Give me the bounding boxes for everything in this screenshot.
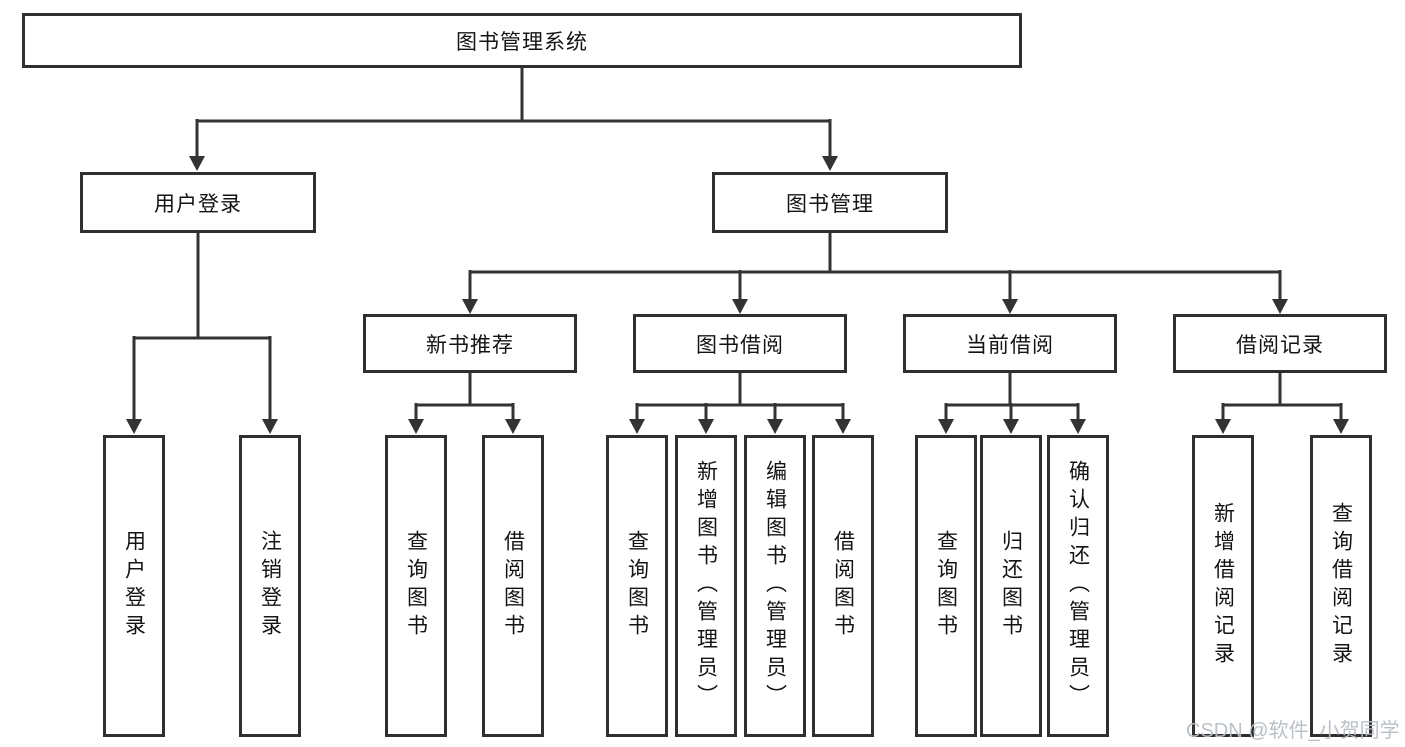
leaf-borrow-books-recommend-label: 借阅图书 — [501, 530, 525, 642]
leaf-query-books-current-label: 查询图书 — [934, 530, 958, 642]
leaf-edit-books-admin-label: 编辑图书（管理员） — [763, 460, 787, 712]
node-current-borrow-label: 当前借阅 — [966, 333, 1054, 357]
leaf-query-books-borrow: 查询图书 — [606, 435, 668, 737]
leaf-query-borrow-record: 查询借阅记录 — [1310, 435, 1372, 737]
node-current-borrow: 当前借阅 — [903, 314, 1117, 373]
leaf-user-login-label: 用户登录 — [122, 530, 146, 642]
node-root-label: 图书管理系统 — [456, 30, 588, 54]
csdn-watermark: CSDN @软件_小贺同学 — [1186, 720, 1400, 742]
leaf-logout: 注销登录 — [239, 435, 301, 737]
leaf-user-login: 用户登录 — [103, 435, 165, 737]
leaf-edit-books-admin: 编辑图书（管理员） — [744, 435, 806, 737]
node-root: 图书管理系统 — [22, 13, 1022, 68]
leaf-add-borrow-record: 新增借阅记录 — [1192, 435, 1254, 737]
leaf-return-books: 归还图书 — [980, 435, 1042, 737]
leaf-query-books-current: 查询图书 — [915, 435, 977, 737]
node-new-book-recommend-label: 新书推荐 — [426, 333, 514, 357]
node-user-login-label: 用户登录 — [154, 192, 242, 216]
leaf-confirm-return-admin: 确认归还（管理员） — [1047, 435, 1109, 737]
leaf-logout-label: 注销登录 — [258, 530, 282, 642]
leaf-query-books-borrow-label: 查询图书 — [625, 530, 649, 642]
leaf-query-books-recommend: 查询图书 — [385, 435, 447, 737]
leaf-add-books-admin-label: 新增图书（管理员） — [694, 460, 718, 712]
leaf-add-books-admin: 新增图书（管理员） — [675, 435, 737, 737]
leaf-return-books-label: 归还图书 — [999, 530, 1023, 642]
node-new-book-recommend: 新书推荐 — [363, 314, 577, 373]
leaf-borrow-books: 借阅图书 — [812, 435, 874, 737]
node-book-management: 图书管理 — [712, 172, 948, 233]
node-borrow-records: 借阅记录 — [1173, 314, 1387, 373]
node-user-login: 用户登录 — [80, 172, 316, 233]
leaf-borrow-books-recommend: 借阅图书 — [482, 435, 544, 737]
node-book-borrow-label: 图书借阅 — [696, 333, 784, 357]
node-book-borrow: 图书借阅 — [633, 314, 847, 373]
leaf-query-borrow-record-label: 查询借阅记录 — [1329, 502, 1353, 670]
node-borrow-records-label: 借阅记录 — [1236, 333, 1324, 357]
leaf-query-books-recommend-label: 查询图书 — [404, 530, 428, 642]
leaf-add-borrow-record-label: 新增借阅记录 — [1211, 502, 1235, 670]
node-book-management-label: 图书管理 — [786, 192, 874, 216]
leaf-borrow-books-label: 借阅图书 — [831, 530, 855, 642]
leaf-confirm-return-admin-label: 确认归还（管理员） — [1066, 460, 1090, 712]
